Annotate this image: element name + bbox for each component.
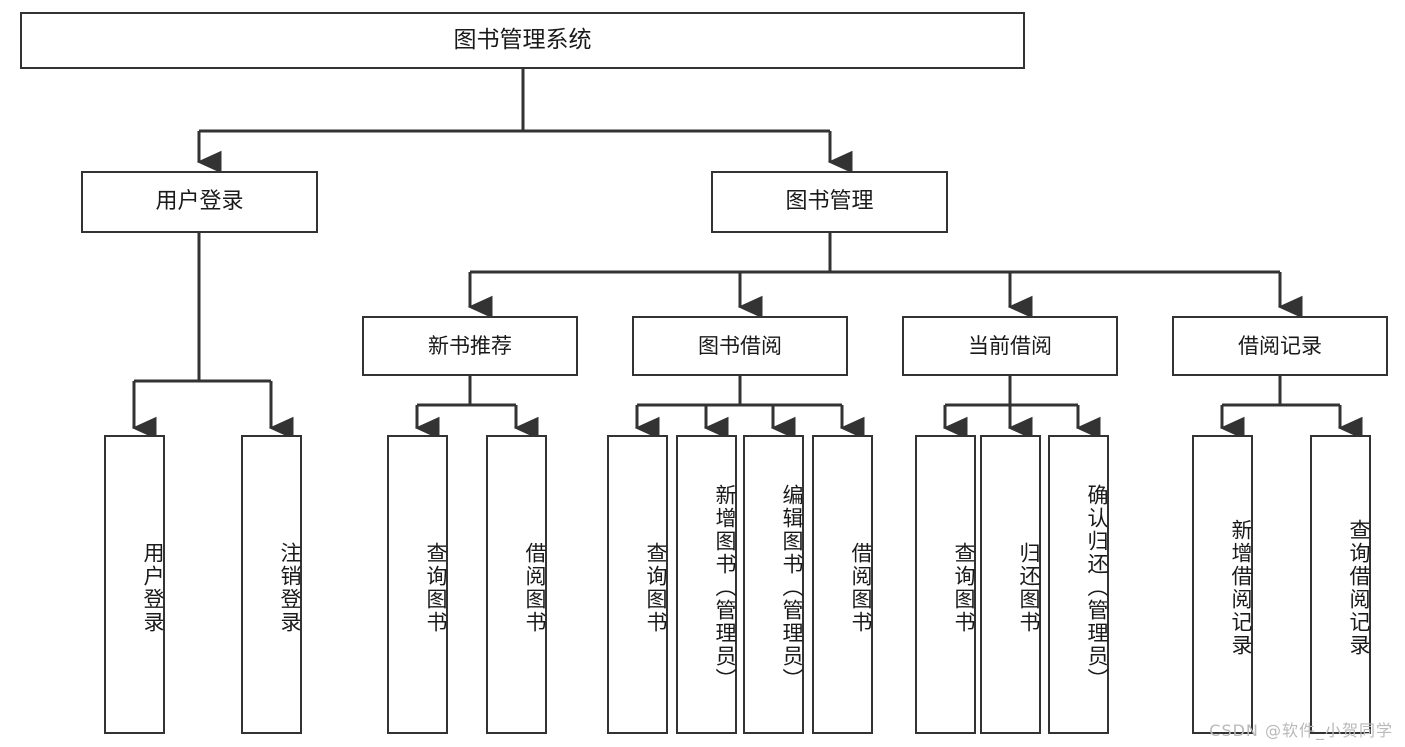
node-new-book-rec-label: 新书推荐 [428, 333, 512, 358]
node-leaf-add-record-label: 新增借阅记录 [1229, 518, 1253, 657]
node-leaf-query-record-label: 查询借阅记录 [1347, 518, 1371, 657]
node-book-manage[interactable]: 图书管理 [711, 171, 948, 233]
node-leaf-return-book[interactable]: 归还图书 [980, 435, 1041, 734]
node-leaf-add-book[interactable]: 新增图书（管理员） [676, 435, 737, 734]
node-leaf-borrow-book-1-label: 借阅图书 [523, 541, 547, 634]
node-leaf-edit-book[interactable]: 编辑图书（管理员） [743, 435, 804, 734]
node-user-login[interactable]: 用户登录 [81, 171, 318, 233]
node-root-label: 图书管理系统 [453, 27, 592, 54]
node-borrow-record[interactable]: 借阅记录 [1172, 316, 1388, 376]
node-root[interactable]: 图书管理系统 [20, 12, 1025, 69]
node-leaf-return-book-label: 归还图书 [1017, 541, 1041, 634]
node-leaf-query-book-1[interactable]: 查询图书 [387, 435, 448, 734]
node-leaf-confirm-return-label: 确认归还（管理员） [1085, 484, 1109, 691]
node-leaf-add-record[interactable]: 新增借阅记录 [1192, 435, 1253, 734]
node-leaf-borrow-book-2-label: 借阅图书 [849, 541, 873, 634]
node-book-manage-label: 图书管理 [785, 189, 874, 215]
node-leaf-query-book-2[interactable]: 查询图书 [607, 435, 668, 734]
node-new-book-rec[interactable]: 新书推荐 [362, 316, 578, 376]
node-leaf-borrow-book-1[interactable]: 借阅图书 [486, 435, 547, 734]
node-leaf-query-book-3[interactable]: 查询图书 [915, 435, 976, 734]
node-leaf-user-logout[interactable]: 注销登录 [241, 435, 302, 734]
node-current-borrow-label: 当前借阅 [968, 333, 1052, 358]
node-current-borrow[interactable]: 当前借阅 [902, 316, 1118, 376]
node-leaf-edit-book-label: 编辑图书（管理员） [780, 484, 804, 691]
node-leaf-borrow-book-2[interactable]: 借阅图书 [812, 435, 873, 734]
node-leaf-query-book-2-label: 查询图书 [644, 541, 668, 634]
node-leaf-user-login[interactable]: 用户登录 [104, 435, 165, 734]
node-user-login-label: 用户登录 [155, 189, 244, 215]
node-leaf-query-book-3-label: 查询图书 [952, 541, 976, 634]
node-leaf-user-login-label: 用户登录 [141, 541, 165, 634]
node-leaf-user-logout-label: 注销登录 [278, 541, 302, 634]
node-leaf-confirm-return[interactable]: 确认归还（管理员） [1048, 435, 1109, 734]
node-book-borrow[interactable]: 图书借阅 [632, 316, 848, 376]
node-leaf-add-book-label: 新增图书（管理员） [713, 484, 737, 691]
node-leaf-query-book-1-label: 查询图书 [424, 541, 448, 634]
csdn-watermark: CSDN @软件_小贺同学 [1209, 721, 1393, 740]
node-book-borrow-label: 图书借阅 [698, 333, 782, 358]
node-leaf-query-record[interactable]: 查询借阅记录 [1310, 435, 1371, 734]
node-borrow-record-label: 借阅记录 [1238, 333, 1322, 358]
